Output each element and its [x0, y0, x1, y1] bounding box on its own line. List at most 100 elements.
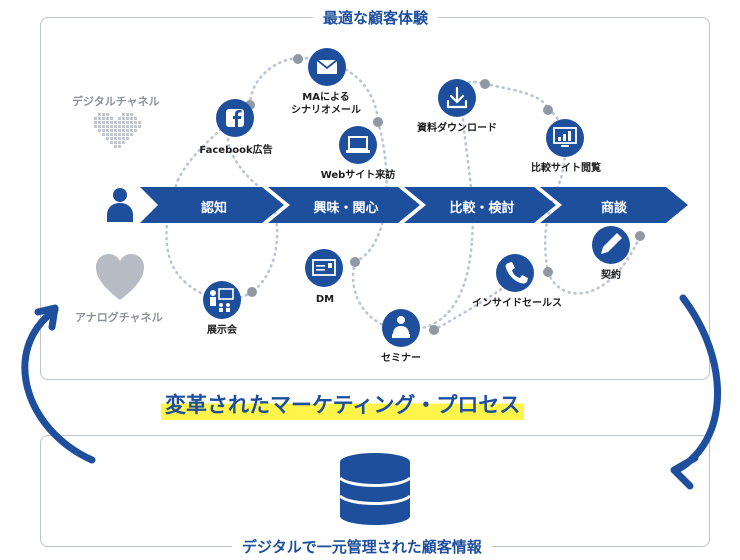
stage-label-interest: 興味・関心 — [313, 201, 379, 216]
heart-icon — [96, 254, 144, 300]
touchpoints — [203, 48, 630, 347]
pen-icon — [601, 233, 622, 254]
pixel-heart-cell — [118, 117, 121, 120]
stage-label-comparison: 比較・検討 — [449, 201, 515, 216]
pixel-heart-cell — [138, 121, 141, 124]
pixel-heart-cell — [110, 133, 113, 136]
path-dot — [480, 79, 490, 89]
experience-title: 最適な顧客体験 — [313, 7, 439, 28]
pixel-heart-cell — [106, 125, 109, 128]
pixel-heart-cell — [94, 125, 97, 128]
pixel-heart-cell — [130, 117, 133, 120]
pixel-heart-cell — [126, 117, 129, 120]
pixel-heart-cell — [98, 117, 101, 120]
seminar-label: セミナー — [381, 353, 421, 364]
mail-icon — [316, 59, 338, 74]
postcard-icon — [312, 259, 336, 276]
facebook-label: Facebook広告 — [199, 145, 273, 156]
path-dot — [373, 117, 383, 127]
pixel-heart-cell — [118, 137, 121, 140]
web-label: Webサイト来訪 — [320, 170, 396, 181]
pixel-heart-cell — [122, 133, 125, 136]
pixel-heart-cell — [102, 117, 105, 120]
ma-label-line2: シナリオメール — [291, 105, 361, 116]
pixel-heart-cell — [130, 133, 133, 136]
pixel-heart-cell — [98, 125, 101, 128]
person-icon — [107, 188, 133, 222]
web-node — [339, 126, 377, 164]
arrowhead-left — [34, 304, 59, 331]
pixel-heart-cell — [130, 121, 133, 124]
pixel-heart-cell — [102, 121, 105, 124]
pixel-heart-cell — [94, 121, 97, 124]
customer-data-title: デジタルで一元管理された顧客情報 — [232, 536, 492, 557]
monitor-chart-icon — [553, 127, 577, 147]
pixel-heart-cell — [110, 129, 113, 132]
pixel-heart-cell — [118, 121, 121, 124]
pixel-heart-cell — [102, 125, 105, 128]
pixel-heart-cell — [122, 117, 125, 120]
pixel-heart-cell — [122, 129, 125, 132]
pixel-heart-cell — [122, 125, 125, 128]
contract-label: 契約 — [601, 270, 621, 281]
path-dot — [543, 267, 553, 277]
inside-sales-label: インサイドセールス — [472, 298, 562, 309]
pixel-heart-cell — [102, 113, 105, 116]
database-icon — [338, 453, 412, 525]
path-dot — [635, 231, 645, 241]
pixel-heart-cell — [114, 121, 117, 124]
ma-label: MAによる シナリオメール — [291, 91, 361, 117]
stage-arrow-negotiation — [540, 187, 688, 223]
pixel-heart-cell — [98, 129, 101, 132]
arrowhead-right — [670, 454, 699, 490]
pixel-heart-cell — [106, 121, 109, 124]
pixel-heart-cell — [122, 113, 125, 116]
stage-arrow-interest — [268, 187, 420, 223]
pixel-heart-cell — [126, 125, 129, 128]
loop-arrow-right — [673, 294, 721, 474]
compare-label: 比較サイト閲覧 — [531, 163, 601, 174]
pixel-heart-cell — [130, 129, 133, 132]
pixel-heart-cell — [114, 145, 117, 148]
pixel-heart-cell — [110, 137, 113, 140]
pixel-heart-cell — [126, 133, 129, 136]
pixel-heart-cell — [106, 113, 109, 116]
pixel-heart-cell — [118, 133, 121, 136]
pixel-heart-cell — [126, 121, 129, 124]
pixel-heart-cell — [126, 137, 129, 140]
path-dot — [293, 54, 303, 64]
stage-label-negotiation: 商談 — [600, 201, 628, 216]
pixel-heart-cell — [130, 125, 133, 128]
pixel-heart-cell — [102, 129, 105, 132]
pixel-heart-cell — [134, 125, 137, 128]
pixel-heart-cell — [110, 121, 113, 124]
phone-icon — [505, 262, 528, 284]
pixel-heart-icon — [94, 113, 141, 148]
pixel-heart-cell — [114, 129, 117, 132]
dm-label: DM — [315, 294, 335, 305]
pixel-heart-cell — [122, 121, 125, 124]
pixel-heart-cell — [94, 117, 97, 120]
pixel-heart-cell — [110, 141, 113, 144]
exhibition-node — [203, 281, 241, 319]
pixel-heart-cell — [130, 113, 133, 116]
pixel-heart-cell — [98, 121, 101, 124]
exhibition-label: 展示会 — [207, 325, 237, 336]
speaker-icon — [392, 316, 410, 338]
pixel-heart-cell — [106, 117, 109, 120]
pixel-heart-cell — [114, 133, 117, 136]
presenter-icon — [210, 288, 234, 312]
loop-arrow-left — [21, 306, 96, 464]
pixel-heart-cell — [126, 129, 129, 132]
download-icon — [446, 86, 468, 109]
pixel-heart-cell — [126, 113, 129, 116]
pixel-heart-cell — [102, 133, 105, 136]
pixel-heart-cell — [118, 141, 121, 144]
process-arrow — [140, 187, 688, 223]
stage-arrow-awareness — [140, 187, 284, 223]
pixel-heart-cell — [106, 129, 109, 132]
path-dot — [247, 287, 257, 297]
pixel-heart-cell — [118, 129, 121, 132]
dm-node — [305, 249, 343, 287]
